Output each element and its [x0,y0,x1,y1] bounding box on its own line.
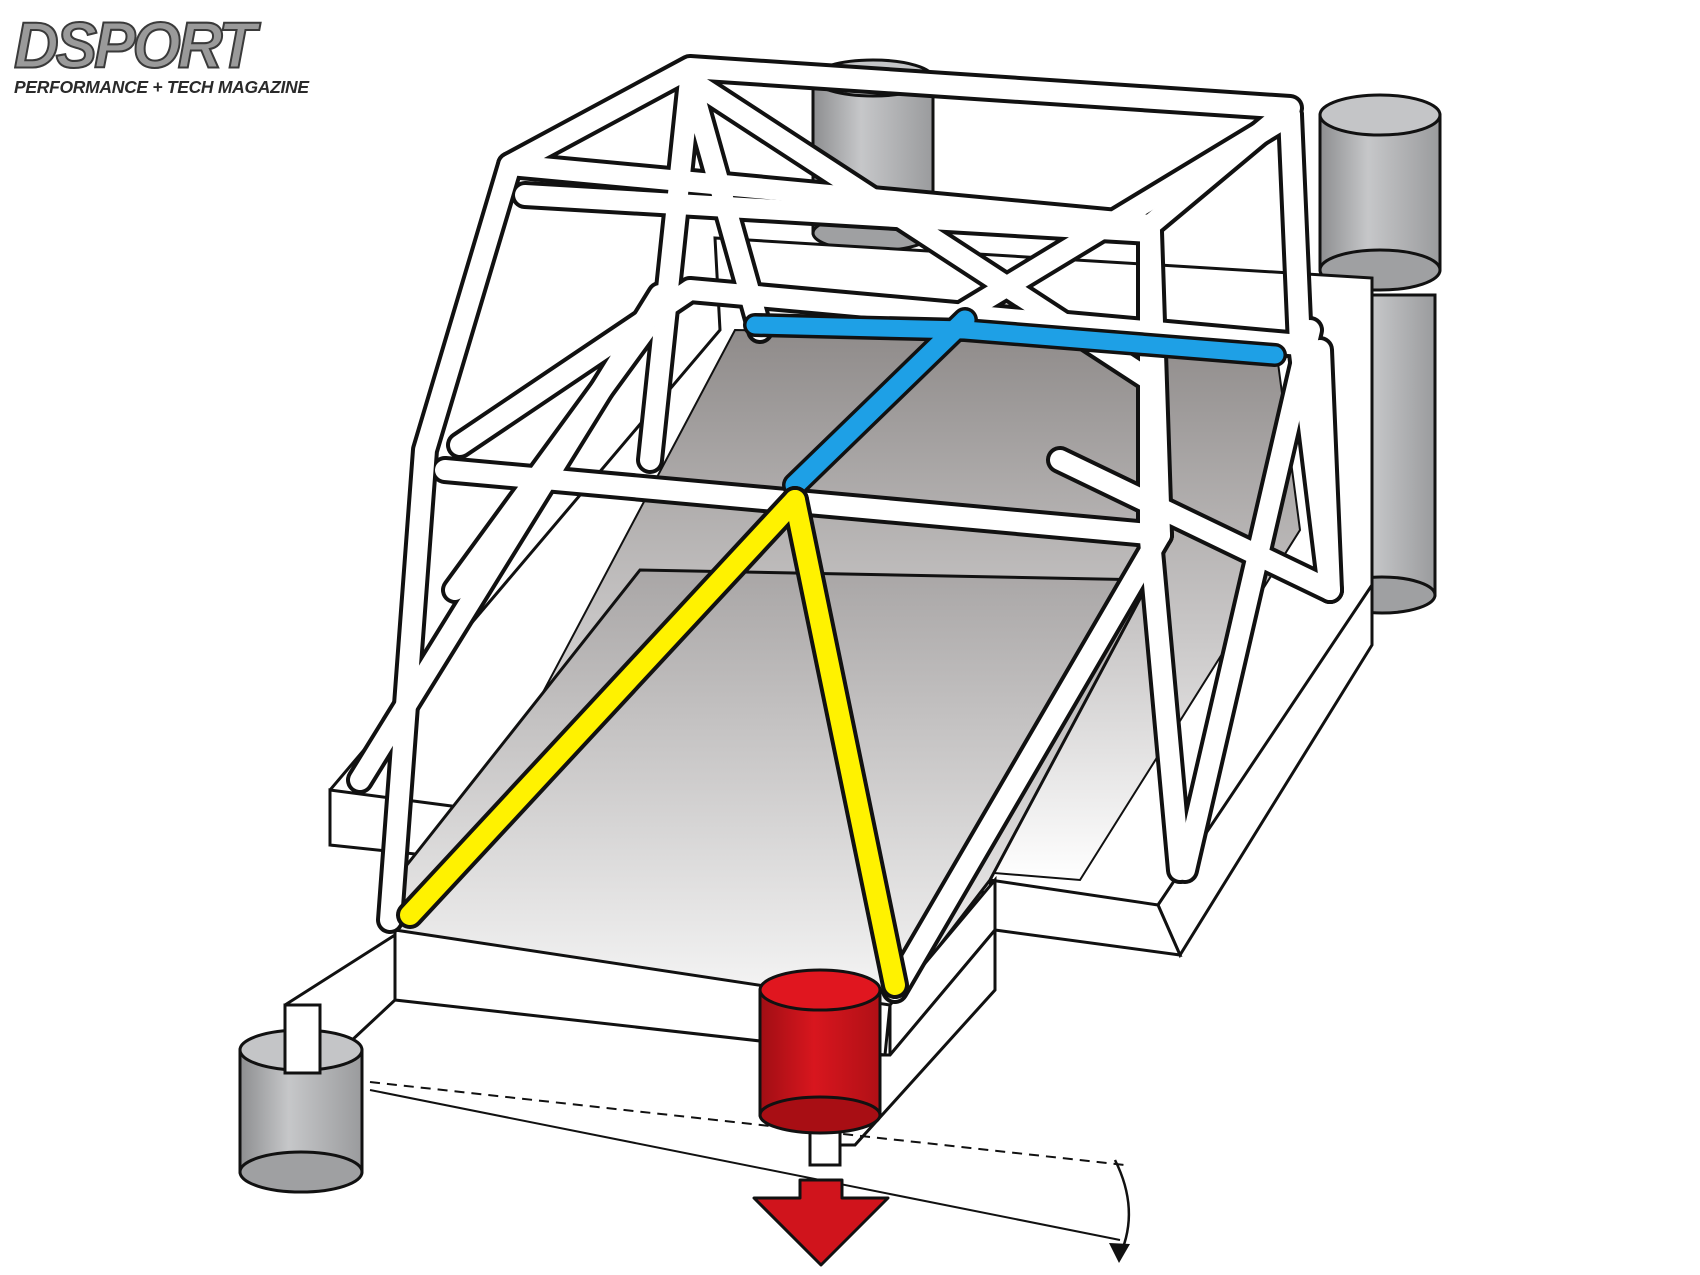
yellow-brace-tubes [396,486,909,999]
dsport-logo: DSPORT PERFORMANCE + TECH MAGAZINE [13,9,374,97]
down-arrow-icon [752,1178,890,1267]
twist-reference-lines [369,1081,1126,1241]
curved-arrow-icon [1109,1159,1131,1263]
logo-subtitle: PERFORMANCE + TECH MAGAZINE [14,77,309,97]
blue-brace-tubes [743,307,1287,498]
load-point-cylinder [758,968,882,1167]
logo-title: DSPORT [13,9,257,83]
rear-support-right-upper [1318,93,1442,292]
front-left-support [238,1003,364,1194]
